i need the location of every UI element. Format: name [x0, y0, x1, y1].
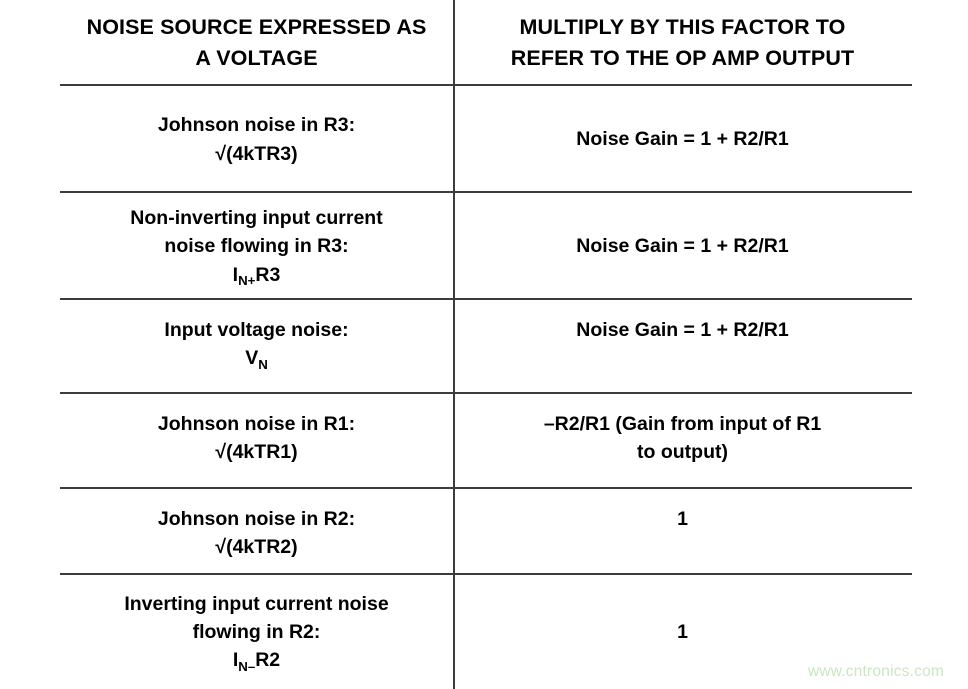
header-right-line-2: REFER TO THE OP AMP OUTPUT: [510, 46, 855, 70]
table-row: Input voltage noise: VN Noise Gain = 1 +…: [60, 300, 912, 394]
factor-cell: –R2/R1 (Gain from input of R1 to output): [453, 394, 912, 489]
source-text-line: flowing in R2:: [192, 620, 321, 643]
formula-base: I: [232, 649, 239, 672]
formula-base: √(4kTR3): [215, 142, 298, 165]
source-formula: IN–R2: [233, 646, 280, 674]
formula-subscript: N+: [238, 273, 256, 289]
header-right-line-1: MULTIPLY BY THIS FACTOR TO: [519, 15, 846, 40]
formula-subscript: N–: [238, 658, 256, 674]
factor-cell: Noise Gain = 1 + R2/R1: [453, 86, 912, 193]
noise-source-table: NOISE SOURCE EXPRESSED AS A VOLTAGE MULT…: [60, 0, 912, 689]
source-formula: √(4kTR2): [215, 533, 297, 561]
column-divider: [453, 0, 455, 689]
formula-tail: R3: [255, 263, 281, 286]
source-cell: Johnson noise in R2: √(4kTR2): [60, 489, 453, 575]
source-text-line: Non-inverting input current: [130, 207, 383, 230]
factor-text-line: –R2/R1 (Gain from input of R1: [543, 413, 822, 435]
formula-tail: R2: [255, 649, 281, 672]
source-cell: Non-inverting input current noise flowin…: [60, 193, 453, 300]
header-cell-noise-source: NOISE SOURCE EXPRESSED AS A VOLTAGE: [60, 0, 453, 86]
factor-cell: Noise Gain = 1 + R2/R1: [453, 300, 912, 394]
source-cell: Inverting input current noise flowing in…: [60, 575, 453, 689]
table-row: Johnson noise in R2: √(4kTR2) 1: [60, 489, 912, 575]
factor-cell: 1: [453, 489, 912, 575]
factor-text-line: to output): [637, 441, 728, 464]
factor-text-line: Noise Gain = 1 + R2/R1: [576, 128, 789, 151]
source-formula: √(4kTR3): [215, 140, 297, 168]
formula-base: V: [245, 347, 259, 370]
source-text-line: Inverting input current noise: [124, 592, 389, 615]
table-header-row: NOISE SOURCE EXPRESSED AS A VOLTAGE MULT…: [60, 0, 912, 86]
factor-value: 1: [677, 508, 688, 530]
source-cell: Input voltage noise: VN: [60, 300, 453, 394]
formula-subscript: N: [258, 356, 268, 372]
source-formula: IN+R3: [233, 261, 281, 289]
factor-cell: 1: [453, 575, 912, 689]
table-row: Johnson noise in R3: √(4kTR3) Noise Gain…: [60, 86, 912, 193]
factor-text-line: Noise Gain = 1 + R2/R1: [576, 235, 789, 258]
header-left-line-2: A VOLTAGE: [195, 46, 318, 70]
factor-text-line: Noise Gain = 1 + R2/R1: [576, 319, 789, 341]
formula-base: √(4kTR2): [215, 536, 298, 559]
factor-value: 1: [677, 620, 688, 643]
watermark: www.cntronics.com: [807, 663, 944, 680]
source-cell: Johnson noise in R1: √(4kTR1): [60, 394, 453, 489]
header-cell-multiply-factor: MULTIPLY BY THIS FACTOR TO REFER TO THE …: [453, 0, 912, 86]
source-formula: √(4kTR1): [215, 438, 297, 466]
source-text-line: noise flowing in R3:: [164, 235, 349, 258]
table-row: Non-inverting input current noise flowin…: [60, 193, 912, 300]
source-cell: Johnson noise in R3: √(4kTR3): [60, 86, 453, 193]
factor-cell: Noise Gain = 1 + R2/R1: [453, 193, 912, 300]
source-text-line: Johnson noise in R2:: [157, 508, 356, 530]
table-row: Johnson noise in R1: √(4kTR1) –R2/R1 (Ga…: [60, 394, 912, 489]
table-row: Inverting input current noise flowing in…: [60, 575, 912, 689]
header-left-line-1: NOISE SOURCE EXPRESSED AS: [86, 15, 427, 40]
source-formula: VN: [245, 344, 268, 372]
source-text-line: Input voltage noise:: [164, 319, 349, 341]
formula-base: √(4kTR1): [215, 441, 298, 464]
source-text-line: Johnson noise in R3:: [157, 114, 356, 137]
source-text-line: Johnson noise in R1:: [157, 413, 356, 435]
formula-base: I: [232, 263, 239, 286]
